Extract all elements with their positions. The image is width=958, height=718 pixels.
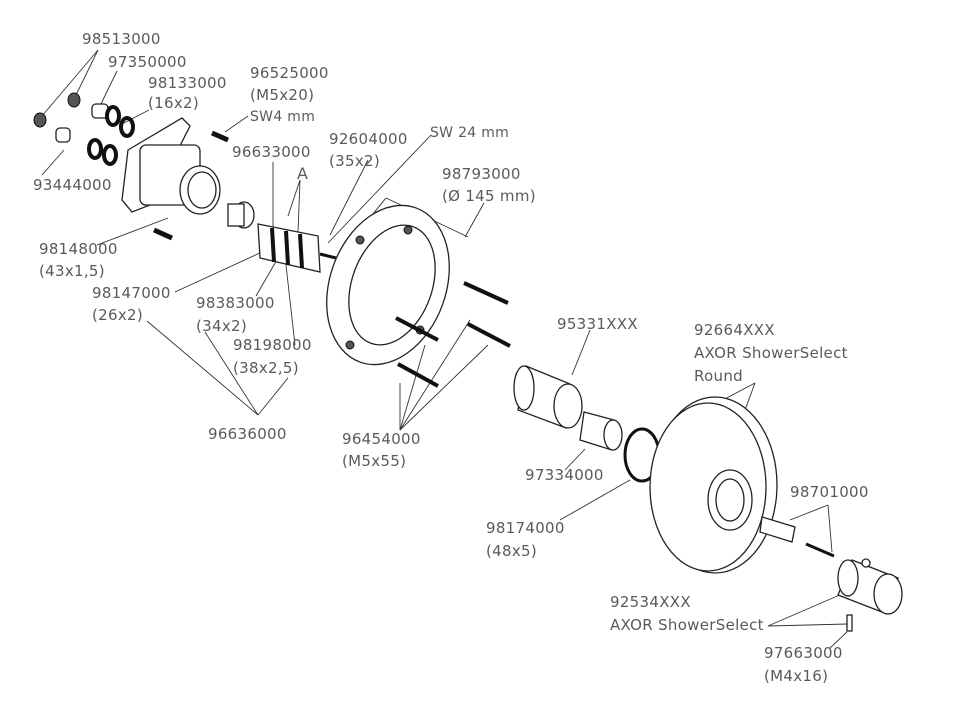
thermostat-cartridge	[257, 223, 337, 273]
label-92664XXX-name: AXOR ShowerSelect	[694, 344, 848, 362]
cartridge-part-96633000	[227, 201, 255, 229]
label-92604000-spec: (35x2)	[329, 152, 381, 170]
screws-96454000	[395, 281, 511, 388]
label-96633000: 96633000	[232, 143, 311, 161]
sleeve-95331XXX	[513, 365, 583, 429]
label-98174000-spec: (48x5)	[486, 542, 538, 560]
label-98174000: 98174000	[486, 519, 565, 537]
adapter-97334000	[579, 411, 623, 451]
label-92604000: 92604000	[329, 130, 408, 148]
label-98793000-spec: (Ø 145 mm)	[442, 187, 536, 205]
label-96525000: 96525000	[250, 64, 329, 82]
label-98198000: 98198000	[233, 336, 312, 354]
label-98148000-spec: (43x1,5)	[39, 262, 105, 280]
handle-92534XXX	[837, 558, 903, 615]
label-98133000: 98133000	[148, 74, 227, 92]
label-98198000-spec: (38x2,5)	[233, 359, 299, 377]
label-98793000: 98793000	[442, 165, 521, 183]
label-98147000: 98147000	[92, 284, 171, 302]
label-96525000-wrench: SW4 mm	[250, 109, 316, 125]
valve-housing	[121, 117, 221, 215]
label-98133000-spec: (16x2)	[148, 94, 200, 112]
label-92534XXX-name: AXOR ShowerSelect	[610, 616, 764, 634]
label-96636000: 96636000	[208, 425, 287, 443]
check-valve-93444000	[55, 127, 71, 143]
label-92664XXX-variant: Round	[694, 367, 743, 385]
label-98147000-spec: (26x2)	[92, 306, 144, 324]
label-96454000-spec: (M5x55)	[342, 452, 407, 470]
label-92664XXX: 92664XXX	[694, 321, 775, 339]
label-93444000: 93444000	[33, 176, 112, 194]
label-sw24: SW 24 mm	[430, 125, 510, 141]
label-98513000: 98513000	[82, 30, 161, 48]
screw-96525000	[210, 130, 230, 143]
group-marker-a: A	[297, 164, 309, 183]
label-92534XXX: 92534XXX	[610, 593, 691, 611]
extension-98701000	[759, 516, 835, 558]
trim-plate-92664XXX	[649, 396, 778, 574]
label-98701000: 98701000	[790, 483, 869, 501]
label-98383000: 98383000	[196, 294, 275, 312]
label-98383000-spec: (34x2)	[196, 317, 248, 335]
label-97663000: 97663000	[764, 644, 843, 662]
set-screw-97663000	[846, 614, 853, 632]
label-96454000: 96454000	[342, 430, 421, 448]
label-97663000-spec: (M4x16)	[764, 667, 829, 685]
mounting-plate-98793000	[326, 204, 450, 366]
label-96525000-spec: (M5x20)	[250, 86, 315, 104]
filter-insert-98513000	[33, 92, 81, 128]
label-97350000: 97350000	[108, 53, 187, 71]
screw-lower	[152, 227, 174, 241]
label-97334000: 97334000	[525, 466, 604, 484]
o-rings-98133000	[87, 105, 135, 166]
label-95331XXX: 95331XXX	[557, 315, 638, 333]
label-98148000: 98148000	[39, 240, 118, 258]
